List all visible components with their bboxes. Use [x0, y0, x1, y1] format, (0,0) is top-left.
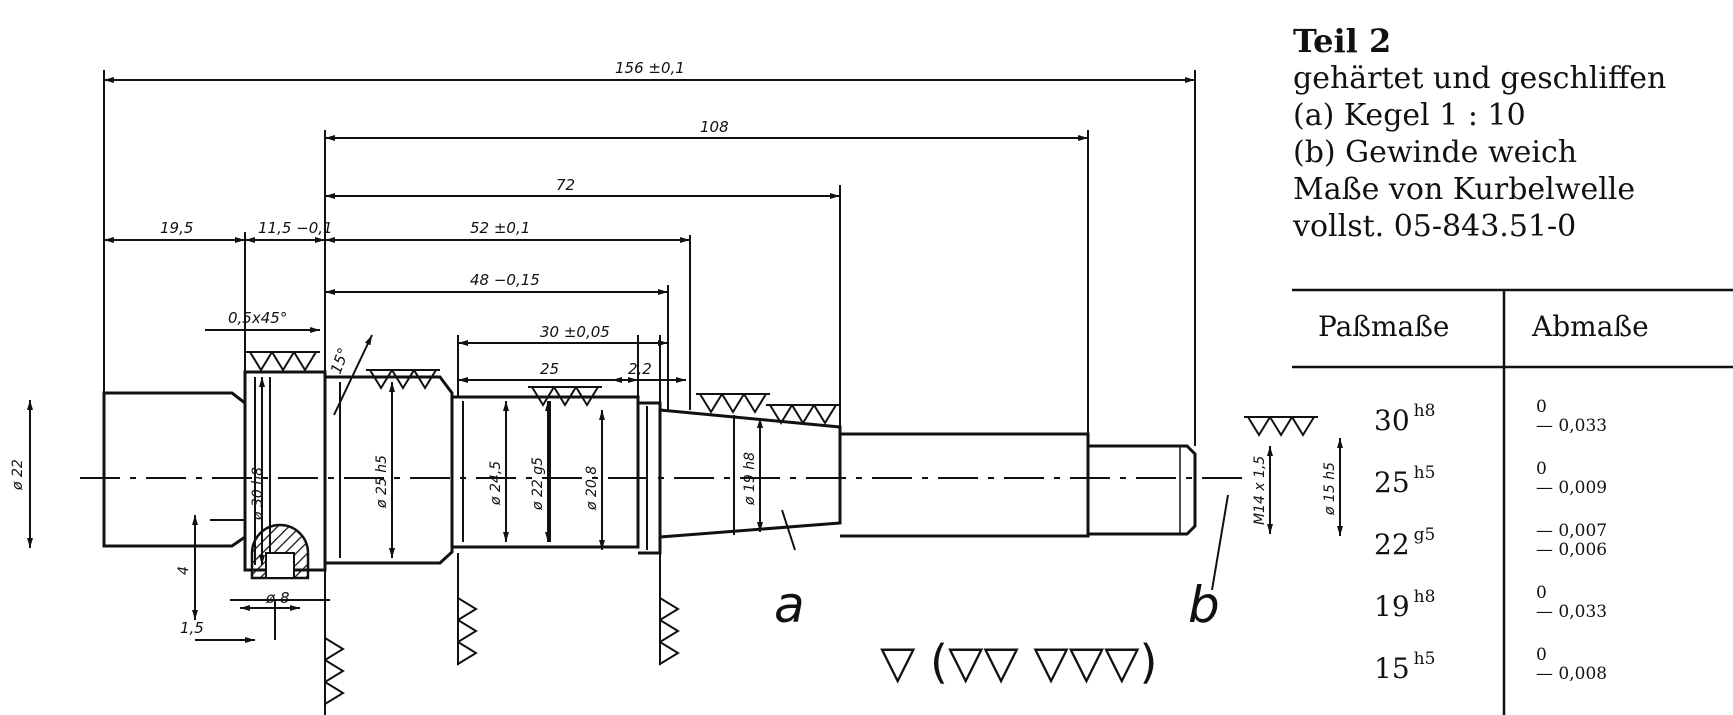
dim-text-72: 72	[556, 176, 575, 194]
dim-text-19-5: 19,5	[160, 219, 193, 237]
notes-line: (b) Gewinde weich	[1293, 135, 1578, 170]
dim-text-25: 25	[540, 360, 559, 378]
label-b: b	[1188, 576, 1220, 634]
dim-text-156: 156 ±0,1	[615, 59, 685, 77]
dimension-lines	[27, 77, 1343, 643]
notes-title: Teil 2	[1293, 22, 1392, 60]
dim-text-4: 4	[176, 566, 192, 575]
header-abmasse: Abmaße	[1532, 310, 1649, 343]
notes-line: Maße von Kurbelwelle	[1293, 172, 1636, 207]
extension-lines	[103, 70, 1196, 715]
deviation-value: — 0,007— 0,006	[1536, 521, 1608, 560]
notes-line: vollst. 05-843.51-0	[1293, 209, 1577, 244]
dim-text-dia22: ø 22	[10, 459, 26, 491]
leader-b	[1211, 494, 1229, 591]
dim-text-dia30: ø 30 h8	[250, 467, 266, 521]
dim-text-dia22g5: ø 22 g5	[530, 457, 546, 511]
dim-text-dia15: ø 15 h5	[1322, 462, 1338, 516]
leader-a	[781, 509, 796, 551]
dim-text-dia19: ø 19 h8	[742, 452, 758, 506]
dim-text-1-5: 1,5	[180, 619, 204, 637]
notes-line: gehärtet und geschliffen	[1293, 61, 1667, 96]
dim-text-11-5: 11,5 −0,1	[258, 219, 333, 237]
table-lines	[1292, 288, 1733, 715]
dim-text-dia24-5: ø 24,5	[488, 461, 504, 506]
deviation-value: 0— 0,009	[1536, 459, 1608, 498]
dim-text-angle: 15°	[327, 345, 353, 376]
pin-hole-section	[250, 523, 310, 580]
notes-block: Teil 2 gehärtet und geschliffen (a) Kege…	[1293, 22, 1733, 245]
notes-line: (a) Kegel 1 : 10	[1293, 98, 1526, 133]
dim-text-chamfer: 0,5x45°	[228, 309, 287, 327]
dim-text-30: 30 ±0,05	[540, 323, 610, 341]
deviation-value: 0— 0,033	[1536, 397, 1608, 436]
dim-text-48: 48 −0,15	[470, 271, 540, 289]
deviation-value: 0— 0,008	[1536, 645, 1608, 684]
deviation-value: 0— 0,033	[1536, 583, 1608, 622]
dim-text-108: 108	[700, 118, 729, 136]
dim-text-dia20-8: ø 20,8	[584, 466, 600, 511]
dim-text-dia25: ø 25 h5	[374, 455, 390, 509]
header-passmasse: Paßmaße	[1318, 310, 1450, 343]
label-a: a	[774, 576, 805, 634]
dim-text-52: 52 ±0,1	[470, 219, 530, 237]
dim-text-dia8: ø 8	[265, 589, 290, 607]
leader-angle	[333, 334, 373, 416]
surface-legend: ▽ (▽▽ ▽▽▽)	[880, 635, 1157, 689]
dim-text-2-2: 2,2	[628, 360, 652, 378]
dim-text-thread: M14 x 1,5	[1252, 456, 1268, 525]
